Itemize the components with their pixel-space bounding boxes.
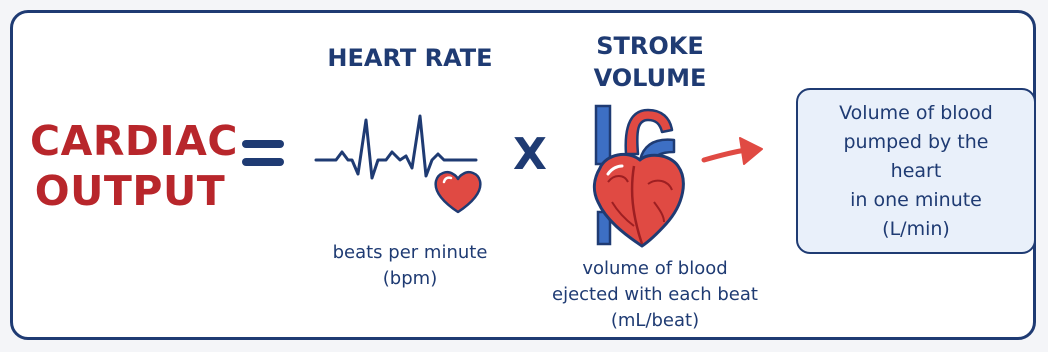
definition-box: Volume of blood pumped by the heart in o… <box>796 88 1036 254</box>
stroke-volume-title-line-1: STROKE <box>560 30 740 62</box>
definition-line-4: (L/min) <box>816 215 1016 244</box>
multiply-sign: X <box>510 130 550 180</box>
stroke-volume-caption: volume of blood ejected with each beat (… <box>520 256 790 334</box>
equals-sign: = <box>240 134 286 178</box>
lhs-line-1: CARDIAC <box>30 116 230 166</box>
right-arrow-icon <box>700 134 766 178</box>
heart-rate-caption-line-2: (bpm) <box>300 266 520 292</box>
stroke-volume-caption-line-3: (mL/beat) <box>520 308 790 334</box>
stroke-volume-title-line-2: VOLUME <box>560 62 740 94</box>
stroke-volume-caption-line-1: volume of blood <box>520 256 790 282</box>
definition-text: Volume of blood pumped by the heart in o… <box>816 99 1016 244</box>
cardiac-output-label: CARDIAC OUTPUT <box>30 116 230 216</box>
small-heart-icon <box>432 168 484 220</box>
definition-line-3: in one minute <box>816 186 1016 215</box>
anatomical-heart-icon <box>574 94 704 258</box>
stroke-volume-caption-line-2: ejected with each beat <box>520 282 790 308</box>
heart-rate-title: HEART RATE <box>300 42 520 74</box>
stroke-volume-title: STROKE VOLUME <box>560 30 740 94</box>
definition-line-2: pumped by the heart <box>816 128 1016 186</box>
lhs-line-2: OUTPUT <box>30 166 230 216</box>
definition-line-1: Volume of blood <box>816 99 1016 128</box>
heart-rate-caption-line-1: beats per minute <box>300 240 520 266</box>
heart-rate-caption: beats per minute (bpm) <box>300 240 520 292</box>
